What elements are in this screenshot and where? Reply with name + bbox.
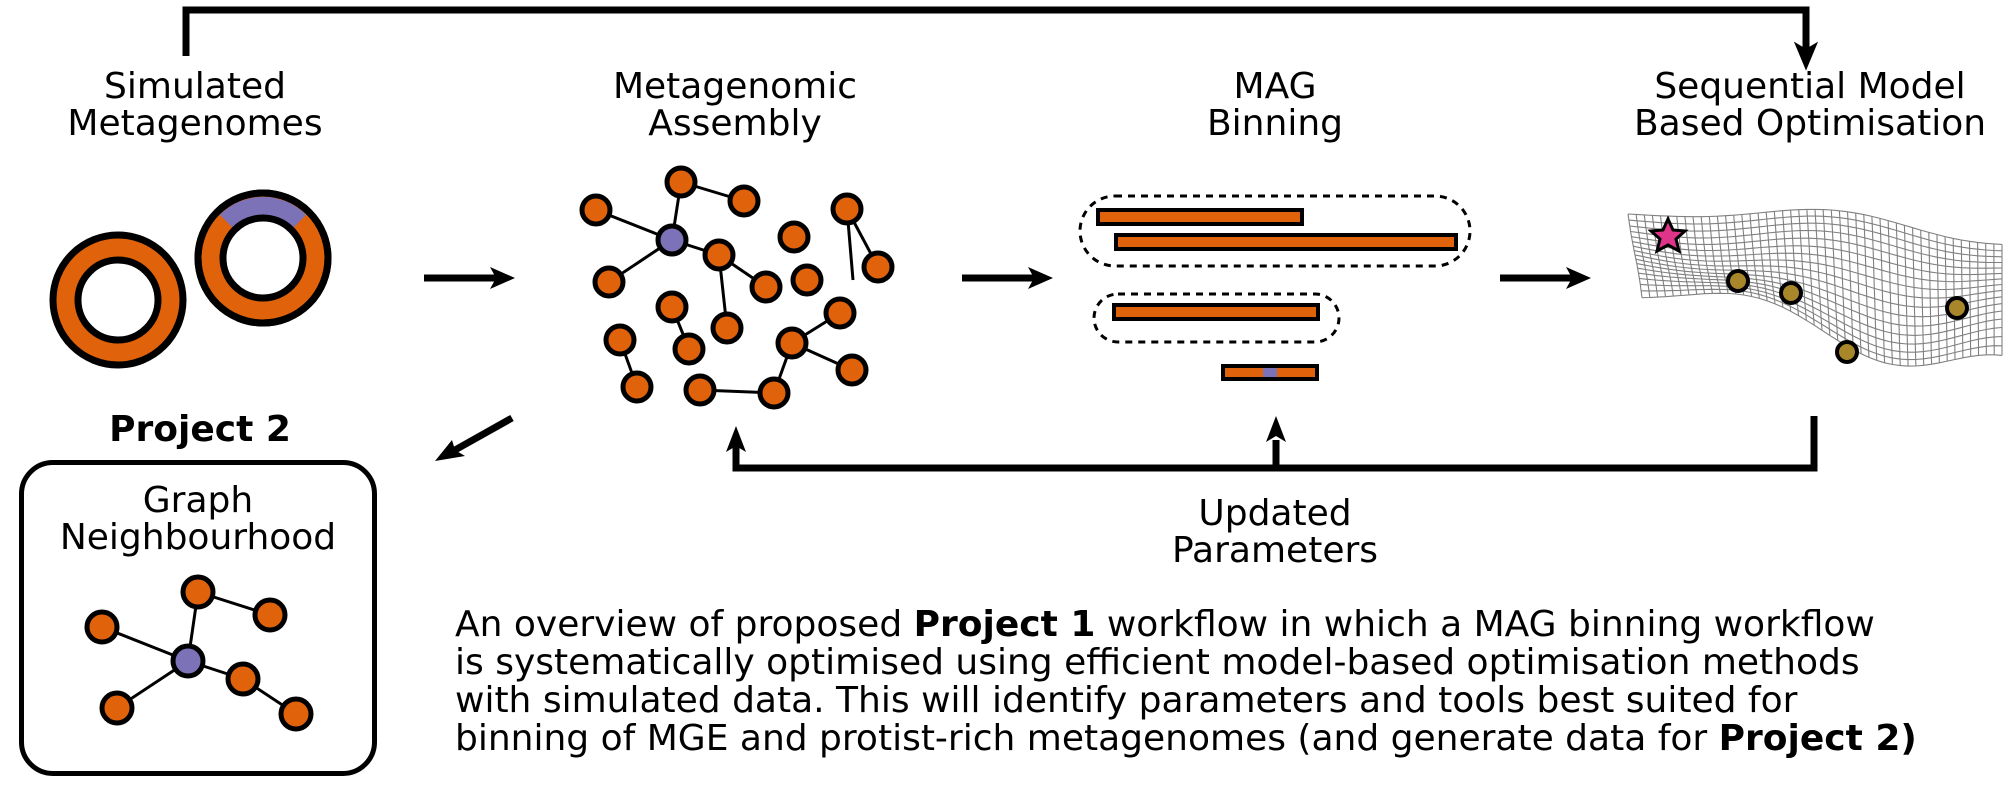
project-2-title: Project 2 [109, 409, 291, 450]
caption-line-2: is systematically optimised using effici… [455, 642, 1860, 683]
surface-grid-line [1895, 222, 1901, 366]
caption-line-4: binning of MGE and protist-rich metageno… [455, 720, 1917, 758]
stage-label-simulated-line1: Simulated [104, 66, 286, 107]
project-2-box-label-line1: Graph [142, 480, 254, 521]
surface-grid-line [1692, 216, 1706, 294]
stage-label-assembly-line2: Assembly [648, 103, 822, 144]
surface-grid-line [1749, 213, 1760, 299]
surface-grid-line [1806, 209, 1815, 326]
optimum-star-icon [1647, 215, 1689, 254]
caption: An overview of proposed Project 1 workfl… [455, 606, 1917, 758]
surface-grid-line [1627, 213, 1643, 298]
surface-grid-line [1838, 210, 1847, 346]
surface-grid-line [1643, 214, 1659, 298]
surface-grid-line [1968, 241, 1972, 357]
caption-line-4-pre: binning of MGE and protist-rich metageno… [455, 718, 1719, 759]
surface-grid-line [1757, 212, 1768, 301]
simulated-genome-ring-2 [194, 189, 332, 327]
project-2-box-label-line2: Neighbourhood [59, 517, 337, 558]
stage-label-simulated-line2: Metagenomes [67, 103, 323, 144]
surface-grid-line [1863, 214, 1870, 358]
surface-grid-line [1716, 216, 1729, 294]
surface-grid-line [1830, 209, 1839, 341]
stage-label-smbo-line2: Based Optimisation [1633, 103, 1987, 144]
arrow-to-project-2 [435, 414, 514, 461]
surface-grid-line [1814, 209, 1823, 331]
caption-line-1: An overview of proposed Project 1 workfl… [455, 606, 1917, 644]
surface-grid-line [1741, 214, 1753, 297]
stage-label-binning: MAG Binning [1140, 68, 1410, 142]
surface-grid-line [1846, 211, 1854, 350]
assembly-nodes [579, 165, 895, 410]
surface-grid-line [1708, 216, 1721, 294]
stage-label-smbo-line1: Sequential Model [1654, 66, 1966, 107]
feedback-label-line2: Parameters [1171, 530, 1379, 571]
arrow-assembly-to-binning [962, 267, 1053, 289]
optimisation-surface [1627, 208, 2003, 367]
surface-grid-line [1765, 212, 1776, 304]
stage-label-assembly-line1: Metagenomic [612, 66, 858, 107]
surface-grid-line [1985, 243, 1987, 355]
surface-grid-line [1822, 209, 1831, 336]
surface-grid-line [1798, 209, 1807, 321]
stage-label-smbo: Sequential Model Based Optimisation [1620, 68, 2000, 142]
project-2-box [19, 460, 377, 776]
simulated-genome-ring-1 [49, 231, 187, 369]
caption-line-4-bold: Project 2) [1718, 718, 1917, 759]
surface-grid-line [1887, 220, 1893, 365]
stage-label-binning-line2: Binning [1206, 103, 1343, 144]
surface-grid-line [1960, 239, 1964, 358]
surface-grid-line [1944, 236, 1948, 362]
stage-label-binning-line1: MAG [1233, 66, 1317, 107]
surface-sample-points [1726, 269, 1969, 364]
surface-grid-line [1928, 232, 1933, 365]
feedback-label-line1: Updated [1198, 493, 1352, 534]
top-connector-arrow [182, 6, 1819, 71]
surface-grid-line [1977, 242, 1980, 356]
surface-grid-line [1936, 234, 1940, 363]
surface-grid-line [1920, 230, 1925, 366]
arrow-simulated-to-assembly [424, 267, 515, 289]
caption-line-1-bold: Project 1 [913, 604, 1096, 645]
arrow-binning-to-smbo [1500, 267, 1591, 289]
surface-grid-line [1635, 214, 1651, 298]
surface-grid-line [1912, 227, 1917, 367]
caption-line-3: with simulated data. This will identify … [455, 680, 1798, 721]
surface-grid-line [1903, 225, 1909, 367]
caption-line-1-pre: An overview of proposed [455, 604, 914, 645]
surface-grid-line [1855, 213, 1862, 354]
stage-label-assembly: Metagenomic Assembly [590, 68, 880, 142]
neighbourhood-nodes [84, 574, 314, 732]
stage-label-simulated: Simulated Metagenomes [60, 68, 330, 142]
feedback-loop-arrows [726, 416, 1818, 472]
surface-grid-line [1684, 216, 1698, 295]
caption-line-1-post: workflow in which a MAG binning workflow [1095, 604, 1875, 645]
mag-bins [1078, 194, 1472, 381]
surface-grid-line [1871, 216, 1878, 361]
surface-grid-line [1879, 218, 1886, 363]
feedback-label: Updated Parameters [1130, 495, 1420, 569]
project-2-box-label: Graph Neighbourhood [40, 482, 356, 556]
surface-grid-line [1700, 216, 1713, 294]
